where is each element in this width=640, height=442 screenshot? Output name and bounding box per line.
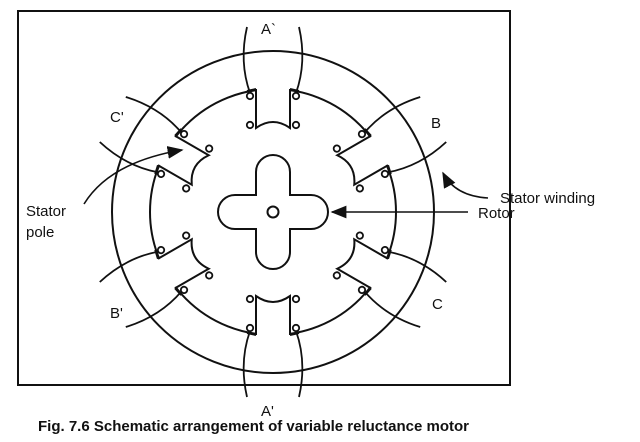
label-b-prime: B' — [110, 305, 123, 322]
stator-winding-arrow — [442, 171, 489, 199]
label-stator-winding: Stator winding — [500, 190, 595, 207]
rotor-shaft — [266, 205, 280, 219]
stator-pole-a-bottom — [242, 294, 304, 398]
label-c: C — [432, 296, 443, 313]
label-stator-pole-line1: Stator — [26, 203, 66, 220]
label-a-bottom: A' — [261, 403, 274, 420]
figure-caption: Fig. 7.6 Schematic arrangement of variab… — [38, 418, 469, 435]
label-c-prime: C' — [110, 109, 124, 126]
label-a-top: A` — [261, 21, 276, 38]
label-rotor: Rotor — [478, 205, 515, 222]
rotor — [217, 154, 329, 270]
stator-pole-a-top — [242, 26, 304, 130]
figure-frame — [17, 10, 511, 386]
label-b: B — [431, 115, 441, 132]
stator-pole-arrow — [83, 146, 184, 205]
label-stator-pole-line2: pole — [26, 224, 54, 241]
